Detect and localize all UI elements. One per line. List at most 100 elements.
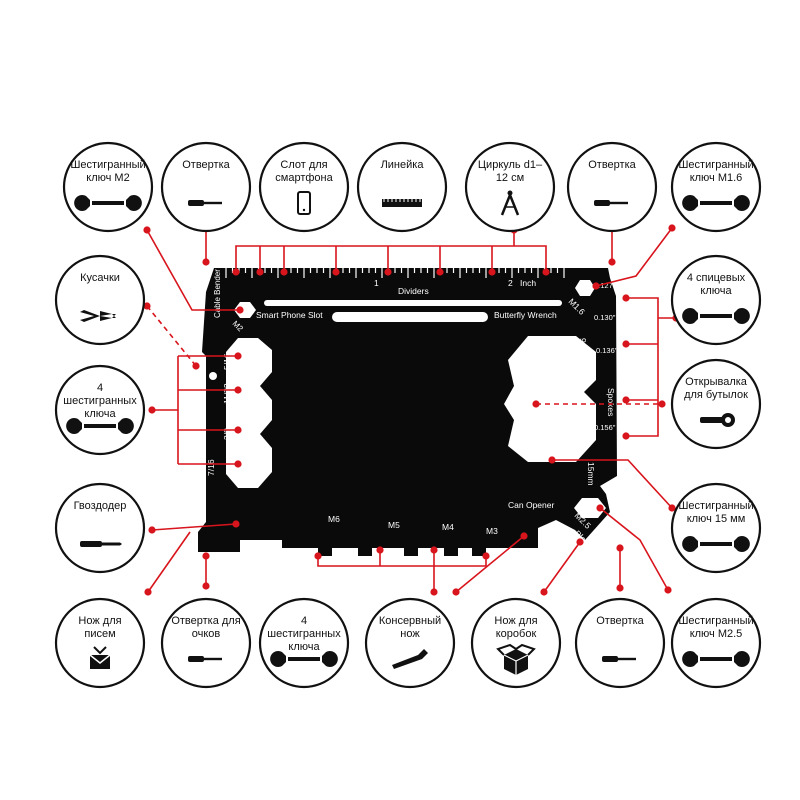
nail-puller-icon	[80, 541, 122, 547]
leader-dot	[532, 400, 540, 408]
callout-circle	[54, 254, 146, 346]
hex-hole-m16	[575, 280, 595, 296]
callout-hex-m16	[670, 141, 762, 233]
spokes-label: Spokes	[606, 388, 616, 416]
hex-hole-m25	[574, 498, 606, 518]
callout-label-cutters: Кусачки	[62, 272, 138, 285]
callout-circle	[670, 254, 762, 346]
leader-lines	[146, 227, 676, 593]
callout-circle	[470, 597, 562, 689]
m3-label: M3	[486, 526, 498, 536]
callout-circle	[364, 597, 456, 689]
ruler-1-label: 1	[374, 278, 379, 288]
callout-label-hex-m2: Шестигранный ключ М2	[70, 159, 146, 185]
leader-dot	[592, 282, 600, 290]
leader-dot	[280, 268, 288, 276]
leader-dot	[384, 268, 392, 276]
callout-label-hex-4-bottom: 4 шестигранных ключа	[266, 615, 342, 654]
frac-1132-label: 11/32	[222, 383, 232, 404]
leader-dot	[488, 268, 496, 276]
m4-label: M4	[442, 522, 454, 532]
leader-dot	[520, 532, 528, 540]
leader-dot	[144, 588, 152, 596]
hex-wrench-cutout-left	[226, 338, 272, 488]
callout-screwdriver-bottom-right	[574, 597, 666, 689]
callout-hex-15mm	[670, 482, 762, 574]
callout-title: Нож для писем	[78, 615, 122, 640]
callout-box-knife	[470, 597, 562, 689]
callout-hex-4-left	[54, 364, 146, 456]
callout-can-opener	[364, 597, 456, 689]
envelope-icon	[89, 646, 111, 669]
card-body	[198, 268, 617, 556]
spoke-0136: 0.136"	[596, 346, 618, 355]
callout-title: Отвертка	[596, 615, 644, 627]
leader-dot	[452, 588, 460, 596]
leader-dot	[202, 552, 210, 560]
leader-dot	[540, 588, 548, 596]
leader-dot	[202, 582, 210, 590]
leader-dot	[622, 396, 630, 404]
callout-label-glasses-screwdriver: Отвертка для очков	[168, 615, 244, 641]
bottle-opener-icon	[700, 413, 735, 427]
can-opener-label: Can Opener	[508, 500, 554, 510]
leader-dot	[234, 460, 242, 468]
callout-label-nail-puller: Гвоздодер	[62, 500, 138, 513]
leader-dot	[236, 306, 244, 314]
leader-dot	[436, 268, 444, 276]
leader-dot	[148, 526, 156, 534]
callout-label-screwdriver-top-left: Отвертка	[168, 159, 244, 172]
leader-dot	[232, 520, 240, 528]
callout-title: Линейка	[380, 159, 424, 171]
ruler-2-label: 2	[508, 278, 513, 288]
callout-circle	[670, 141, 762, 233]
leader-dot	[332, 268, 340, 276]
callout-title: Отвертка для очков	[171, 615, 241, 640]
leader-dot	[548, 456, 556, 464]
leader-dot	[658, 400, 666, 408]
leader-dot	[664, 586, 672, 594]
butterfly-wrench-label: Butterfly Wrench	[494, 310, 557, 320]
smartphone-icon	[297, 191, 311, 215]
leader-dot	[668, 504, 676, 512]
callout-title: Шестигранный ключ 15 мм	[678, 500, 754, 525]
leader-dot	[608, 258, 616, 266]
hex-916-label: 9/16	[578, 338, 588, 355]
leader-dot	[668, 224, 676, 232]
leader-dots	[143, 224, 680, 596]
can-opener-icon	[392, 649, 428, 669]
callout-cutters	[54, 254, 146, 346]
callout-title: Нож для коробок	[494, 615, 538, 640]
callout-title: Циркуль d1–12 см	[477, 159, 543, 184]
leader-dot	[234, 386, 242, 394]
callout-label-phone-slot: Слот для смартфона	[266, 159, 342, 185]
callout-title: Кусачки	[80, 272, 120, 284]
callout-title: Шестигранный ключ М1.6	[678, 159, 754, 184]
box-icon	[496, 643, 536, 675]
compass-icon	[500, 190, 520, 216]
callout-bottle-opener	[670, 358, 762, 450]
callout-label-ruler: Линейка	[364, 159, 440, 172]
callout-circles	[54, 141, 762, 689]
callout-title: 4 спицевых ключа	[686, 272, 746, 297]
leader-dot	[314, 552, 322, 560]
frac-716-label: 7/16	[206, 459, 216, 476]
callout-circle	[670, 597, 762, 689]
callout-title: Шестигранный ключ М2	[70, 159, 146, 184]
smart-phone-slot-label: Smart Phone Slot	[256, 310, 323, 320]
dividers-label: Dividers	[398, 286, 429, 296]
spoke-0130: 0.130"	[594, 313, 616, 322]
callout-screwdriver-top-right	[566, 141, 658, 233]
callout-letter-knife	[54, 597, 146, 689]
callout-label-box-knife: Нож для коробок	[478, 615, 554, 641]
callout-screwdriver-top-left	[160, 141, 252, 233]
leader-dot	[622, 340, 630, 348]
mm15-label: 15mm	[586, 462, 596, 486]
leader-dot	[542, 268, 550, 276]
callout-hex-m25	[670, 597, 762, 689]
leader-dot	[143, 302, 151, 310]
callout-title: Отвертка	[182, 159, 230, 171]
cutter-hole	[209, 372, 217, 380]
callout-label-screwdriver-top-right: Отвертка	[574, 159, 650, 172]
